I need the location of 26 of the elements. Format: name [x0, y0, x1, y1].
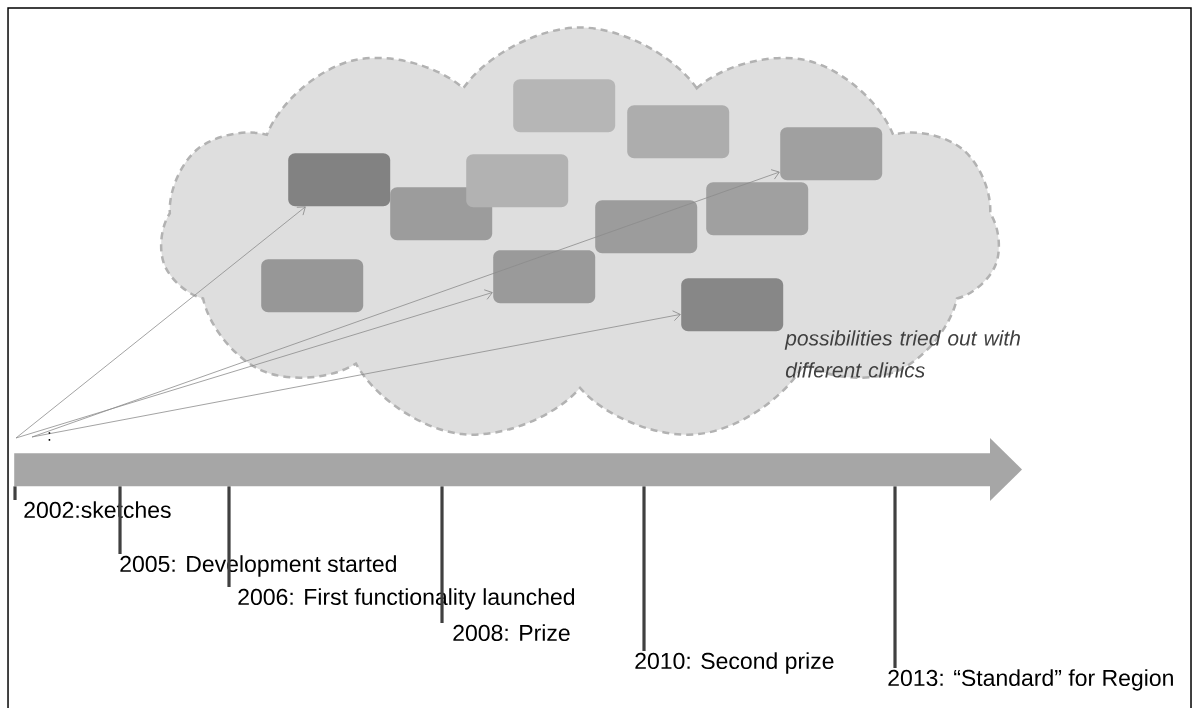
- tick-line: [642, 486, 646, 651]
- tick-line: [893, 486, 897, 668]
- year-label: 2010: Second prize: [635, 652, 834, 674]
- arrow: [15, 206, 306, 439]
- rounded-rectangle: [681, 278, 784, 332]
- rounded-rectangle: [595, 200, 698, 254]
- rounded-rectangle: [261, 259, 364, 313]
- rounded-rectangle: [390, 187, 493, 241]
- rounded-rectangle: [493, 250, 596, 304]
- tick-line: [118, 486, 122, 554]
- tick-line: [440, 486, 444, 623]
- rounded-rectangle: [513, 79, 616, 133]
- cloud-caption: possibilities tried out with different clinics: [784, 330, 1020, 378]
- rounded-rectangle: [706, 182, 809, 236]
- rounded-rectangle: [627, 105, 730, 159]
- arrow: [31, 310, 681, 438]
- year-label: 2013: “Standard” for Region: [888, 669, 1173, 691]
- rounded-rectangle: [780, 127, 883, 181]
- year-label: 2008: Prize: [453, 624, 570, 642]
- rounded-rectangle: [466, 154, 569, 208]
- colon-mark: :: [48, 432, 51, 441]
- arrow: [15, 289, 493, 439]
- arrow: [31, 169, 780, 438]
- tick-line: [227, 486, 231, 587]
- tick-line: [13, 486, 17, 500]
- rounded-rectangle: [288, 153, 391, 207]
